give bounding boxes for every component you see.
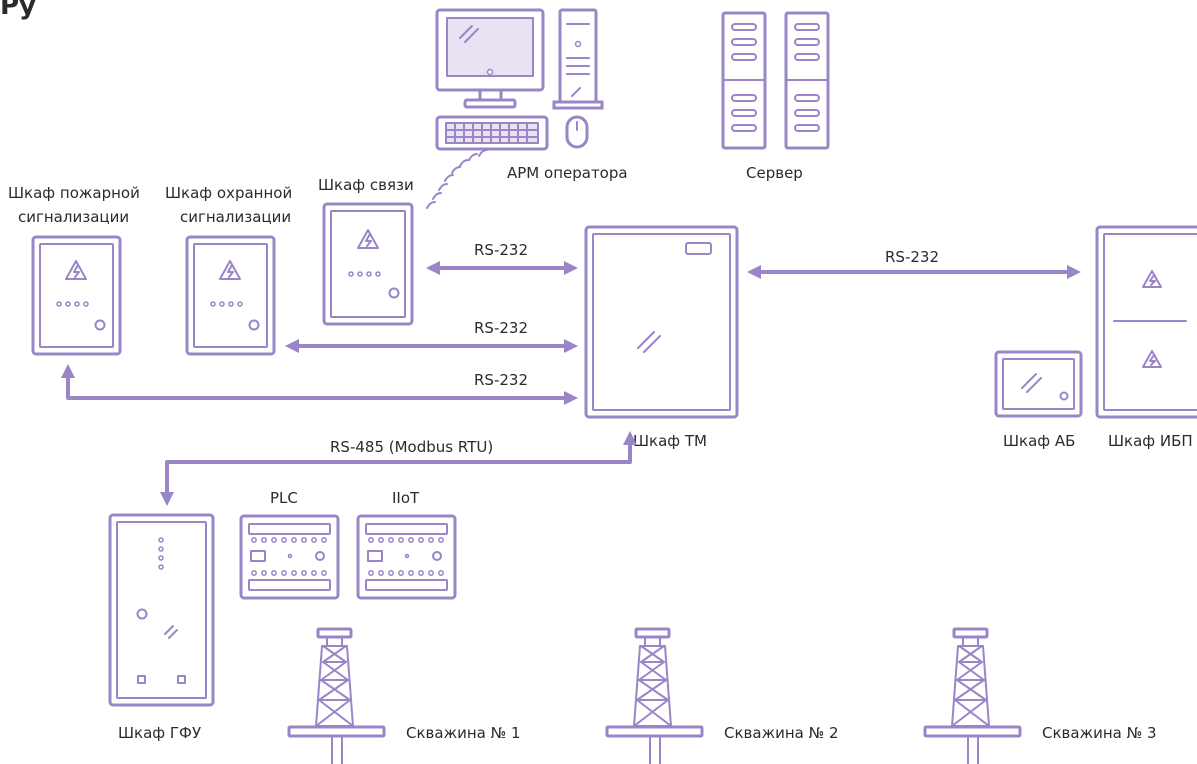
gfu-cabinet-label: Шкаф ГФУ [118,724,201,742]
wifi-icon [426,149,488,209]
pc-tower-icon [552,8,604,110]
lightning-icon [357,229,379,249]
fire-alarm-label-line2: сигнализации [18,208,129,226]
well-1-label: Скважина № 1 [406,724,521,742]
comm-cabinet-label: Шкаф связи [318,176,414,194]
well-3-label: Скважина № 3 [1042,724,1157,742]
ups-cabinet: Шкаф ИБП [1095,225,1197,450]
link-tm-gfu: RS-485 (Modbus RTU) [160,431,637,506]
comm-cabinet: Шкаф связи [318,176,414,326]
link-comm-tm: RS-232 [426,241,578,275]
plc-label: PLC [270,489,298,507]
link-fire-tm: RS-232 [61,364,578,405]
server-label: Сервер [746,164,803,182]
link-comm-tm-label: RS-232 [474,241,528,259]
gfu-cabinet: Шкаф ГФУ [108,513,215,742]
oil-derrick-icon [605,627,704,764]
link-security-tm: RS-232 [285,319,578,353]
iiot-label: IIoT [392,489,420,507]
operator-workstation: АРМ оператора [426,8,628,209]
plc-module: PLC [239,489,340,600]
battery-cabinet: Шкаф АБ [994,350,1083,450]
security-alarm-cabinet: Шкаф охранной сигнализации [165,184,292,356]
lightning-icon [219,260,241,280]
security-alarm-label-line2: сигнализации [180,208,291,226]
well-1: Скважина № 1 [287,627,521,764]
server-icon [721,11,767,150]
battery-cabinet-label: Шкаф АБ [1003,432,1075,450]
security-alarm-label-line1: Шкаф охранной [165,184,292,202]
monitor-icon [435,8,545,109]
server-group: Сервер [721,11,830,182]
link-security-tm-label: RS-232 [474,319,528,337]
oil-derrick-icon [287,627,386,764]
lightning-icon [1142,350,1162,368]
operator-label: АРМ оператора [507,164,628,182]
tm-cabinet: Шкаф ТМ [584,225,739,450]
link-tm-ups: RS-232 [747,248,1081,279]
page-title: Ру [0,0,36,21]
link-tm-gfu-label: RS-485 (Modbus RTU) [330,438,493,456]
well-2-label: Скважина № 2 [724,724,839,742]
server-icon [784,11,830,150]
mouse-icon [565,115,589,149]
link-fire-tm-label: RS-232 [474,371,528,389]
fire-alarm-label-line1: Шкаф пожарной [8,184,140,202]
link-tm-ups-label: RS-232 [885,248,939,266]
ups-cabinet-label: Шкаф ИБП [1108,432,1193,450]
well-2: Скважина № 2 [605,627,839,764]
keyboard-icon [435,115,549,151]
iiot-module: IIoT [356,489,457,600]
lightning-icon [1142,270,1162,288]
fire-alarm-cabinet: Шкаф пожарной сигнализации [8,184,140,356]
oil-derrick-icon [923,627,1022,764]
tm-cabinet-label: Шкаф ТМ [633,432,707,450]
lightning-icon [65,260,87,280]
well-3: Скважина № 3 [923,627,1157,764]
